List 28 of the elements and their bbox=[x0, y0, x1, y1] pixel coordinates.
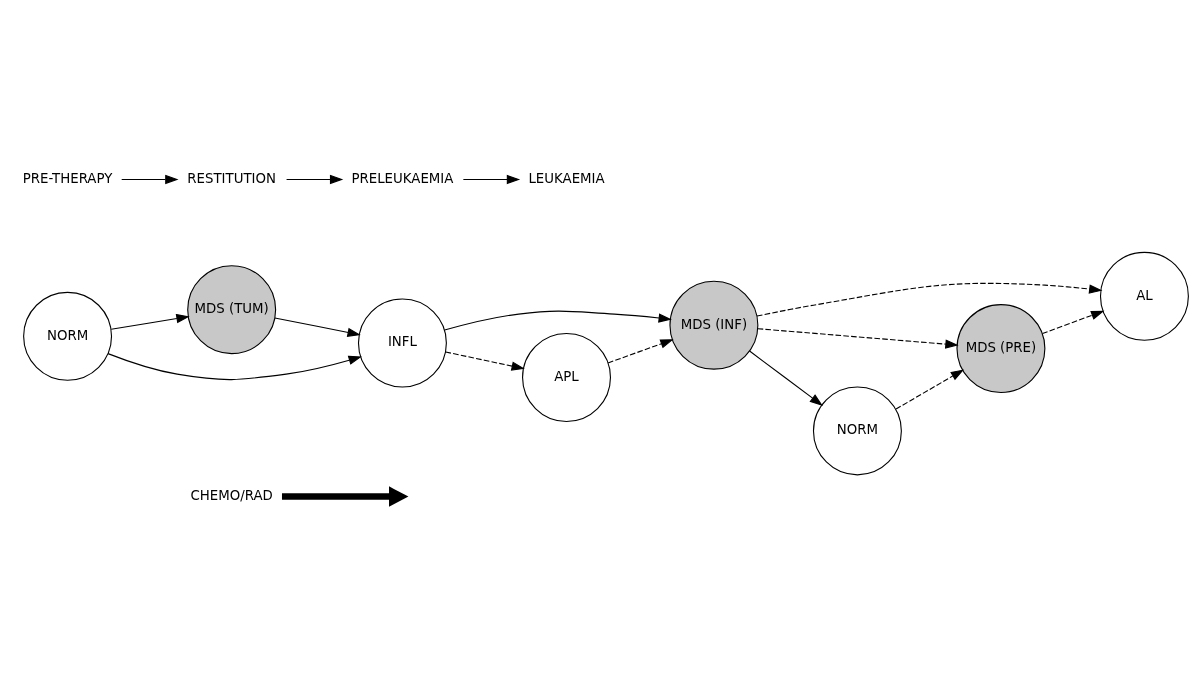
arrow bbox=[444, 310, 672, 331]
arrow bbox=[749, 350, 823, 406]
node-circle: APL bbox=[522, 333, 611, 422]
node-circle: NORM bbox=[23, 291, 113, 381]
arrow bbox=[607, 339, 674, 364]
node-circle: MDS (TUM) bbox=[187, 265, 277, 355]
arrow bbox=[286, 174, 344, 185]
node-circle: MDS (PRE) bbox=[956, 304, 1046, 394]
arrow bbox=[895, 369, 965, 410]
arrow bbox=[445, 351, 525, 371]
node-circle: MDS (INF) bbox=[669, 280, 759, 370]
arrow bbox=[110, 313, 190, 330]
arrow bbox=[107, 353, 362, 381]
node-circle: INFL bbox=[357, 298, 447, 388]
arrow bbox=[462, 174, 521, 185]
node-text: CHEMO/RAD bbox=[190, 487, 273, 503]
arrow bbox=[121, 174, 179, 185]
node-text: RESTITUTION bbox=[187, 170, 276, 186]
arrow bbox=[1041, 310, 1105, 335]
node-text: LEUKAEMIA bbox=[528, 170, 605, 186]
arrow bbox=[756, 282, 1103, 317]
arrow bbox=[757, 328, 959, 349]
node-circle: AL bbox=[1099, 251, 1189, 341]
arrow bbox=[274, 317, 361, 337]
node-text: PRELEUKAEMIA bbox=[351, 170, 454, 186]
node-text: PRE-THERAPY bbox=[22, 170, 113, 186]
node-circle: NORM bbox=[812, 386, 902, 476]
arrow bbox=[282, 486, 409, 507]
